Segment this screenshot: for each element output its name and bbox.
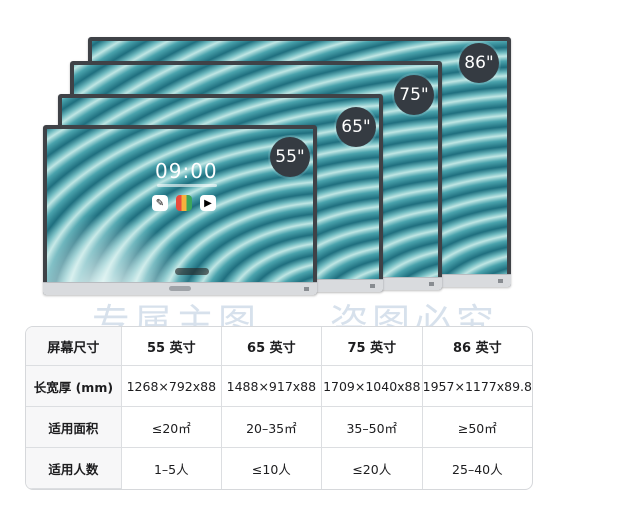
table-cell: ≤20人 bbox=[321, 447, 423, 489]
table-cell: 35–50㎡ bbox=[321, 406, 423, 448]
table-row-people: 适用人数 1–5人 ≤10人 ≤20人 25–40人 bbox=[26, 447, 532, 489]
header-size-65: 65 英寸 bbox=[221, 327, 322, 366]
table-cell: ≥50㎡ bbox=[422, 406, 532, 448]
display-screen: 09:00 ✎ ▶ bbox=[47, 129, 313, 283]
video-meeting-icon: ▶ bbox=[200, 195, 216, 211]
header-size-75: 75 英寸 bbox=[321, 327, 423, 366]
size-badge-86: 86" bbox=[459, 43, 499, 83]
table-cell: 1268×792x88 bbox=[121, 365, 222, 407]
table-cell: 25–40人 bbox=[452, 461, 503, 477]
table-cell: 1957×1177x89.8 bbox=[422, 365, 532, 407]
row-label: 适用人数 bbox=[26, 447, 122, 489]
dock-bar bbox=[175, 268, 209, 275]
table-header-row: 屏幕尺寸 55 英寸 65 英寸 75 英寸 86 英寸 bbox=[26, 327, 532, 366]
table-cell: ≤10人 bbox=[221, 447, 322, 489]
size-badge-75: 75" bbox=[394, 75, 434, 115]
table-cell: 20–35㎡ bbox=[221, 406, 322, 448]
date-line bbox=[157, 184, 217, 187]
table-cell: 1–5人 bbox=[121, 447, 222, 489]
header-size-55: 55 英寸 bbox=[121, 327, 222, 366]
size-badge-55: 55" bbox=[270, 137, 310, 177]
row-label: 长宽厚 (mm) bbox=[26, 365, 122, 407]
table-cell: 1709×1040x88 bbox=[321, 365, 423, 407]
table-row-dimensions: 长宽厚 (mm) 1268×792x88 1488×917x88 1709×10… bbox=[26, 365, 532, 407]
apps-grid-icon bbox=[176, 195, 192, 211]
spec-table: 屏幕尺寸 55 英寸 65 英寸 75 英寸 86 英寸 长宽厚 (mm) 12… bbox=[25, 326, 533, 490]
row-label: 适用面积 bbox=[26, 406, 122, 448]
table-row-area: 适用面积 ≤20㎡ 20–35㎡ 35–50㎡ ≥50㎡ bbox=[26, 406, 532, 448]
clock-display: 09:00 bbox=[155, 159, 218, 183]
whiteboard-app-icon: ✎ bbox=[152, 195, 168, 211]
table-cell: 1488×917x88 bbox=[221, 365, 322, 407]
header-label: 屏幕尺寸 bbox=[26, 327, 122, 366]
size-badge-65: 65" bbox=[336, 107, 376, 147]
display-55: 09:00 ✎ ▶ bbox=[43, 125, 317, 295]
app-icon-row: ✎ ▶ bbox=[152, 195, 216, 211]
header-size-86: 86 英寸 bbox=[422, 327, 532, 366]
product-hero-image: 09:00 ✎ ▶ 86" 75" 65" 55" bbox=[43, 37, 511, 295]
table-cell: ≤20㎡ bbox=[121, 406, 222, 448]
display-bottom-bar bbox=[43, 282, 317, 295]
